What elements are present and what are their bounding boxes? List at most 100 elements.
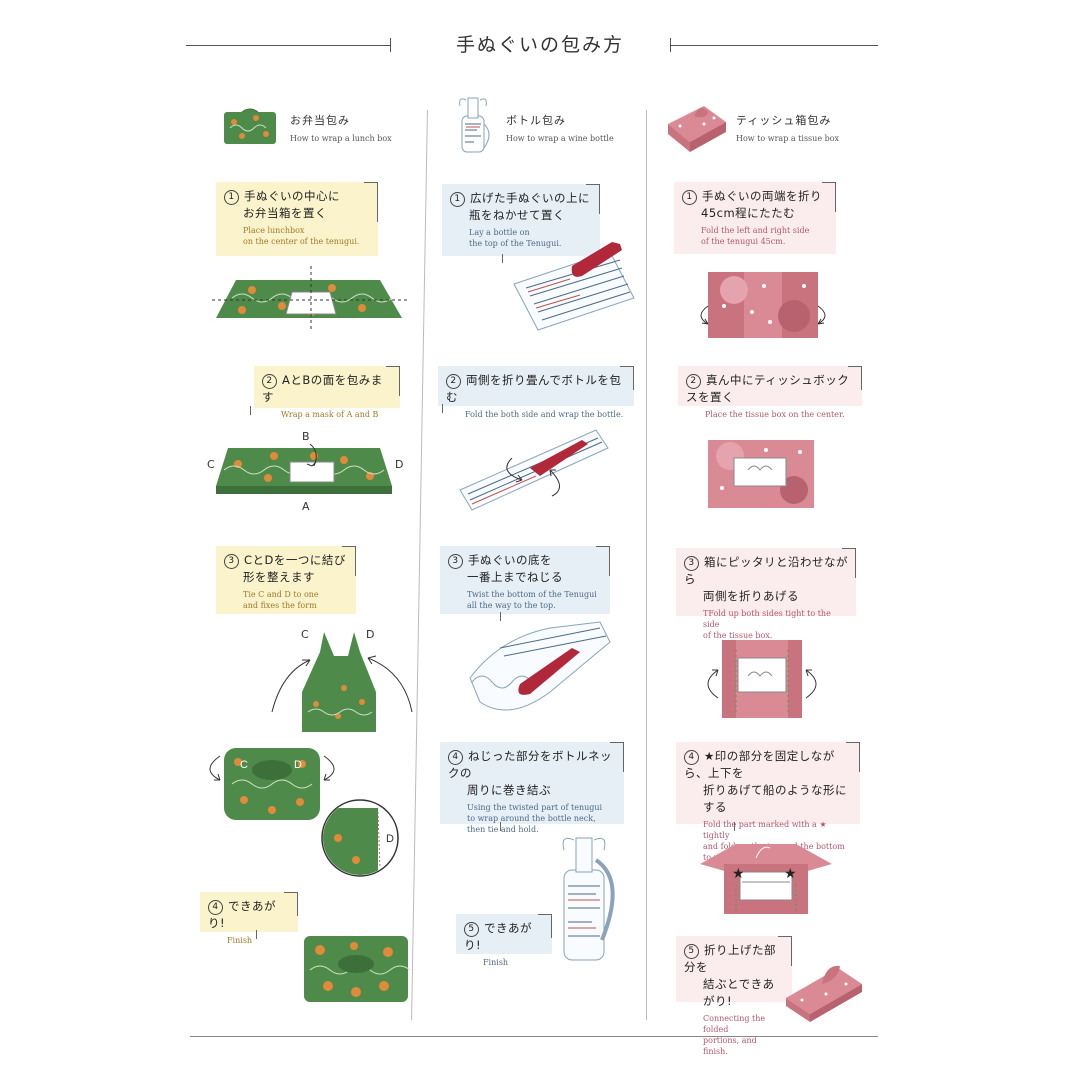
step-number: 1 (224, 190, 239, 205)
step-text-jp: 手ぬぐいの中心に (244, 189, 340, 203)
step-text-jp: できあがり! (464, 921, 532, 952)
step-number: 4 (448, 750, 463, 765)
step-text-en: and fixes the form (243, 601, 317, 610)
title-rule-left (186, 45, 390, 46)
lunchbox-step-2-illustration (216, 444, 392, 494)
bottle-finished-illustration (562, 837, 615, 961)
lunchbox-title-en: How to wrap a lunch box (290, 134, 392, 143)
step-number: 2 (446, 374, 461, 389)
bottle-title-jp: ボトル包み (506, 114, 566, 127)
step-text-en: Tie C and D to one (243, 590, 319, 599)
tissue-step-1-illustration (700, 272, 826, 338)
lunchbox-finished-illustration (304, 936, 411, 1002)
label-b: B (302, 430, 310, 443)
lunchbox-step-1: 1 手ぬぐいの中心に お弁当箱を置く Place lunchbox on the … (216, 182, 378, 256)
step-text-en: Place lunchbox (243, 226, 305, 235)
step-text-en: portions, and finish. (703, 1036, 757, 1056)
step-number: 2 (262, 374, 277, 389)
step-text-en: of the tenugui 45cm. (701, 237, 786, 246)
step-text-en: the top of the Tenugui. (469, 239, 562, 248)
step-text-jp: 形を整えます (243, 570, 315, 584)
step-text-jp: 箱にピッタリと沿わせながら (684, 555, 848, 586)
step-text-jp: 周りに巻き結ぶ (467, 783, 551, 797)
step-text-en: Finish (227, 936, 253, 945)
step-text-en: Place the tissue box on the center. (705, 410, 845, 419)
callout-tail (500, 822, 501, 831)
svg-text:★: ★ (784, 866, 797, 882)
callout-tail (250, 406, 251, 415)
step-number: 5 (464, 922, 479, 937)
tissue-title-en: How to wrap a tissue box (736, 134, 840, 143)
lunchbox-step-3-illustration (271, 632, 413, 732)
tissue-step-2-illustration (708, 440, 814, 508)
step-text-jp: お弁当箱を置く (243, 206, 327, 220)
bottle-wrapped-thumbnail (459, 97, 490, 153)
callout-tail (734, 822, 735, 831)
step-text-jp: AとBの面を包みます (262, 373, 383, 404)
step-text-jp: 一番上までねじる (467, 570, 563, 584)
step-number: 3 (224, 554, 239, 569)
step-text-jp: 広げた手ぬぐいの上に (470, 191, 590, 205)
step-text-jp: 瓶をねかせて置く (469, 208, 565, 222)
step-number: 3 (684, 556, 699, 571)
lunchbox-step-1-illustration (212, 266, 408, 330)
label-c: C (207, 458, 215, 471)
tissue-step-4: 4★印の部分を固定しながら、上下を 折りあげて船のような形にする Fold th… (676, 742, 860, 862)
tissue-step-4-illustration: ★ ★ (700, 844, 832, 914)
step-number: 5 (684, 944, 699, 959)
lunchbox-wrapped-thumbnail (224, 108, 276, 144)
page-title: 手ぬぐいの包み方 (455, 34, 624, 56)
lunchbox-step-3: 3 CとDを一つに結び 形を整えます Tie C and D to one and… (216, 546, 356, 614)
column-divider-1 (411, 110, 428, 1020)
step-text-en: Wrap a mask of A and B (281, 410, 379, 419)
step-text-jp: 両側を折り畳んでボトルを包む (446, 373, 622, 404)
step-text-en: of the tissue box. (703, 631, 773, 640)
step-text-jp: 手ぬぐいの両端を折り (702, 189, 822, 203)
step-number: 1 (450, 192, 465, 207)
step-text-jp: 折りあげて船のような形にする (703, 783, 847, 814)
tissue-column-title: ティッシュ箱包み How to wrap a tissue box (736, 112, 839, 143)
bottle-step-1: 1 広げた手ぬぐいの上に 瓶をねかせて置く Lay a bottle on the… (442, 184, 600, 256)
title-tick-left (390, 38, 391, 52)
lunchbox-knot-detail: D (321, 799, 399, 877)
step-text-jp: CとDを一つに結び (244, 553, 346, 567)
column-divider-2 (646, 110, 647, 1020)
tissue-title-jp: ティッシュ箱包み (736, 114, 832, 127)
step-text-en: on the center of the tenugui. (243, 237, 360, 246)
step-text-en: all the way to the top. (467, 601, 556, 610)
step-number: 4 (684, 750, 699, 765)
label-d: D (366, 628, 375, 641)
svg-text:★: ★ (732, 866, 745, 882)
bottle-step-2-illustration (459, 429, 609, 511)
step-text-en: Fold the part marked with a ★ tightly (703, 820, 827, 840)
step-text-en: Fold the both side and wrap the bottle. (465, 410, 624, 419)
label-d: D (395, 458, 404, 471)
bottle-title-en: How to wrap a wine bottle (506, 134, 614, 143)
svg-text:D: D (294, 759, 302, 771)
step-text-en: to wrap around the bottle neck, (467, 814, 596, 823)
step-text-en: Connecting the folded (703, 1014, 766, 1034)
title-rule-right (670, 45, 878, 46)
step-text-en: Lay a bottle on (469, 228, 530, 237)
step-text-en: Using the twisted part of tenugui (467, 803, 603, 812)
callout-tail (256, 930, 257, 939)
step-text-jp: できあがり! (208, 899, 276, 930)
step-text-jp: 結ぶとできあがり! (703, 977, 775, 1008)
lunchbox-column-title: お弁当包み How to wrap a lunch box (290, 112, 392, 143)
step-text-en: TFold up both sides tight to the side (703, 609, 831, 629)
svg-text:C: C (240, 759, 248, 771)
step-text-en: then tie and hold. (467, 825, 539, 834)
step-text-jp: ねじった部分をボトルネックの (448, 749, 612, 780)
callout-tail (502, 254, 503, 263)
step-number: 2 (686, 374, 701, 389)
step-text-jp: 両側を折りあげる (703, 589, 799, 603)
step-number: 1 (682, 190, 697, 205)
